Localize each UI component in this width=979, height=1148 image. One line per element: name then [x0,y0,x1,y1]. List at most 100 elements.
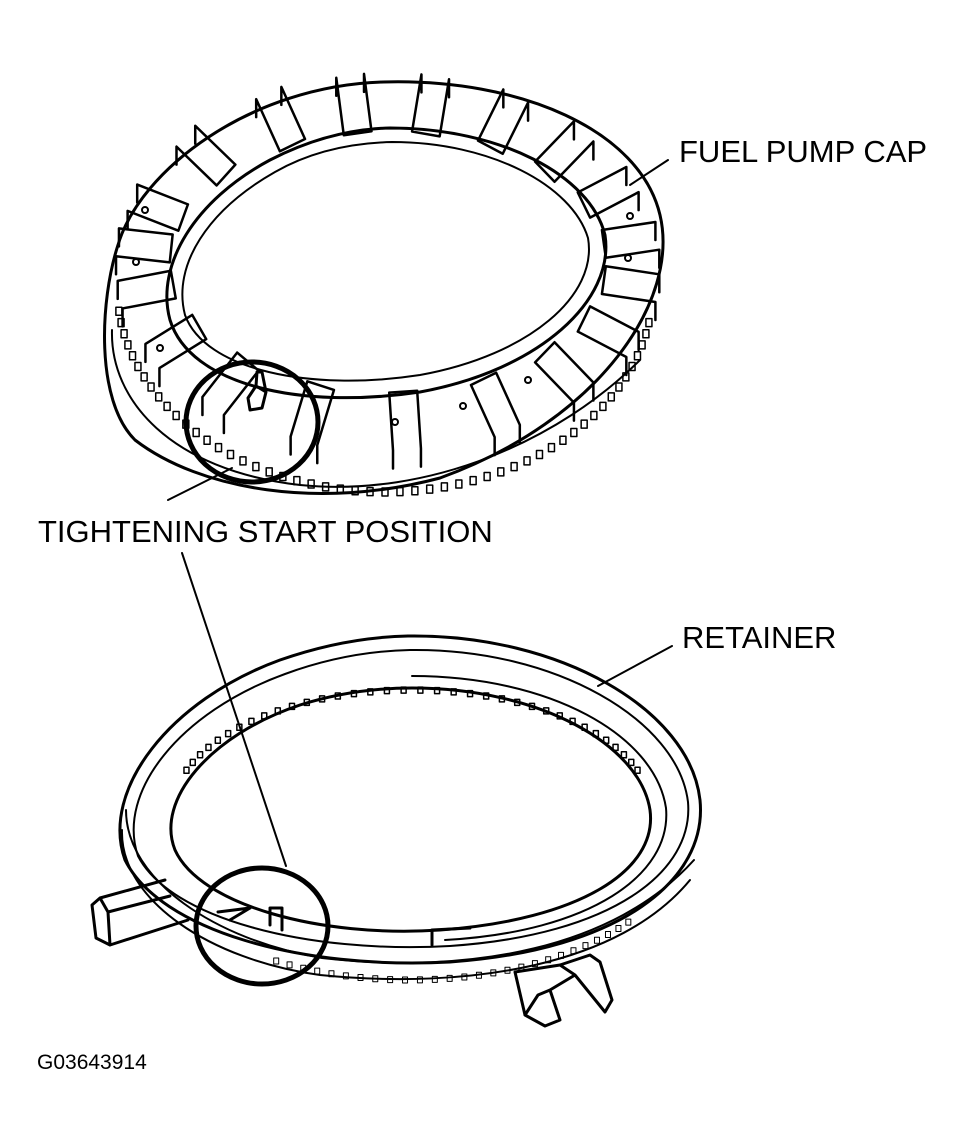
cap-tooth [163,401,171,412]
cap-tooth [523,456,531,466]
retainer-outer-edge [118,634,702,965]
retainer-tooth [513,698,521,707]
cap-tooth [615,382,623,392]
retainer-tooth [450,688,457,696]
retainer-bottom-tooth [582,942,589,950]
cap-tooth [469,475,477,486]
retainer-bottom-tooth [342,972,349,980]
retainer-label: RETAINER [682,620,837,655]
cap-tooth [154,392,163,402]
cap-tooth [455,479,463,489]
retainer-right-tab [513,953,614,1028]
cap-tooth [547,442,556,453]
retainer-tooth [417,686,424,694]
retainer-tooth [288,702,296,711]
cap-clip [254,85,307,153]
cap-tooth [226,449,235,460]
cap-clip [576,165,640,219]
fuel-pump-cap-clips [114,72,661,470]
retainer-tooth [183,766,190,775]
cap-tooth [599,401,607,412]
retainer-tooth [466,689,474,698]
fuel-pump-cap-inner-rim [181,141,590,382]
retainer-tooth [367,688,374,696]
cap-tooth [628,361,636,372]
fuel-pump-cap-start-tab [246,370,268,412]
cap-clip [144,313,208,388]
retainer-bottom-tooth [490,969,497,977]
cap-tooth [645,317,653,328]
retainer-tooth [303,698,311,707]
retainer-outer-edge-2 [132,648,690,949]
cap-tooth [117,317,125,328]
retainer-bottom-tooth [461,973,468,981]
retainer-bottom-teeth [273,918,632,984]
retainer-tooth [224,729,232,738]
cap-tooth [497,467,505,477]
retainer-tooth [634,766,641,775]
cap-tooth [307,479,315,489]
retainer-tooth [542,707,550,715]
cap-tooth [559,435,567,446]
cap-tooth [483,471,491,482]
cap-tooth [214,442,223,453]
cap-clip [533,340,595,422]
cap-tooth [510,461,518,472]
cap-clip [289,380,336,465]
cap-tooth [128,351,137,361]
retainer-bottom-tooth [625,918,632,926]
retainer-bottom-tooth [402,976,409,984]
tightening-leader-line-bottom [181,552,287,867]
retainer-tooth [498,695,506,703]
retainer-inner-teeth [183,686,641,775]
retainer-bottom-tooth [328,970,335,978]
cap-tooth [252,461,260,472]
cap-tooth [440,482,449,492]
cap-tooth [265,467,273,477]
retainer-bottom-tooth [531,960,538,968]
fuel-pump-cap-drawing [103,72,665,497]
retainer-bottom-tooth [475,971,482,979]
fuel-pump-cap-holes [132,206,634,426]
retainer-tooth [274,707,282,715]
cap-tooth [411,485,419,496]
retainer-bottom-tooth [570,947,577,955]
figure-code: G03643914 [37,1051,147,1074]
fuel-pump-cap-label: FUEL PUMP CAP [679,134,928,169]
retainer-tooth [196,750,204,759]
cap-clip [476,88,530,156]
cap-clip [126,183,190,232]
retainer-tooth [433,686,441,695]
retainer-bottom-tooth [604,931,611,939]
retainer-tooth [628,758,635,767]
cap-tooth [192,427,200,438]
retainer-bottom-tooth [593,936,600,944]
retainer-tooth [189,758,196,767]
cap-tooth [590,410,598,421]
cap-tooth [638,340,646,350]
retainer-inner-opening [169,686,653,933]
cap-tooth [425,484,434,494]
cap-tooth [124,340,132,350]
retainer-bottom-tooth [558,951,565,959]
retainer-drawing [90,634,702,1028]
cap-tooth [239,456,247,466]
cap-tooth [535,449,544,460]
retainer-bottom-tooth [504,966,511,974]
cap-clip [387,389,423,470]
cap-tooth [570,427,578,438]
retainer-bottom-tooth [545,956,552,964]
fuel-pump-cap-band-line [110,329,641,488]
retainer-tooth [205,743,212,752]
fuel-pump-cap-highlight-circle [183,359,321,485]
retainer-start-mark [216,906,252,922]
retainer-bottom-tooth [357,974,364,982]
retainer-bottom-tooth [446,974,453,982]
retainer-tooth [350,689,358,698]
leader-lines [167,159,673,867]
retainer-tooth [612,743,619,752]
retainer-tooth [383,686,391,695]
cap-clip [600,264,661,322]
tightening-leader-line-top [167,467,233,501]
